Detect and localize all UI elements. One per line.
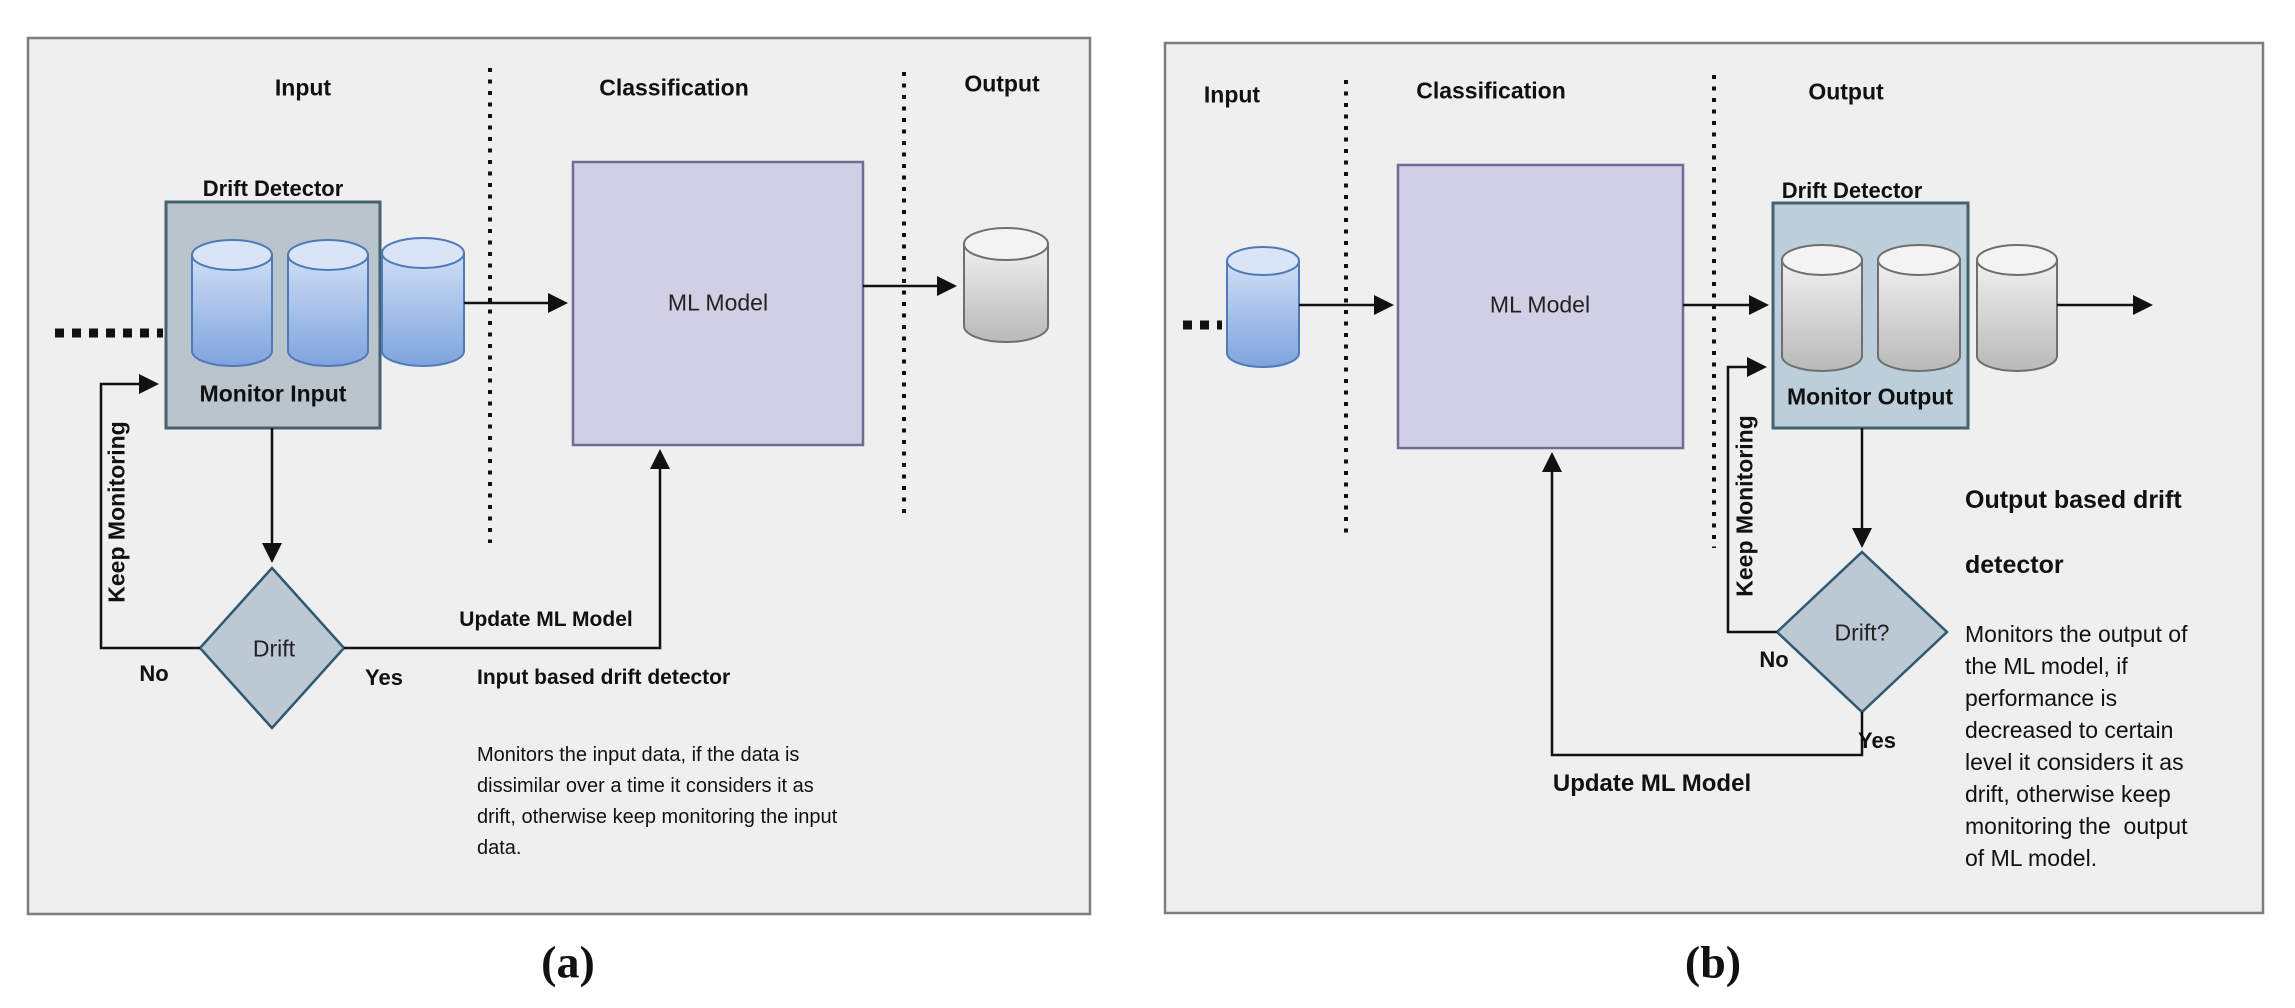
description-output-based: Monitors the output of the ML model, if … [1965,621,2188,871]
caption-b: (b) [1684,936,1742,988]
section-label-input-a: Input [274,74,332,101]
drift-decision-diamond-a [198,566,346,730]
section-label-output-a: Output [964,70,1040,97]
yes-label-b: Yes [1858,728,1896,753]
database-cylinder-gray [963,227,1049,343]
keep-monitoring-label-a: Keep Monitoring [103,421,130,603]
panel-a-frame [26,36,1092,916]
ml-model-box-a [571,160,865,447]
ml-model-label-a: ML Model [667,289,769,316]
section-label-classification-b: Classification [1416,77,1566,104]
decision-label-a: Drift [252,635,296,662]
update-ml-model-label-b: Update ML Model [1552,770,1752,797]
database-cylinder-gray [1877,244,1961,372]
drift-detector-title-a: Drift Detector [202,176,344,201]
arrow-keep-monitoring-loop-b [1726,357,1777,634]
database-cylinder-gray [1781,244,1863,372]
heading-output-based-line2: detector [1965,551,2064,579]
yes-label-a: Yes [365,665,403,690]
ml-model-label-b: ML Model [1489,291,1591,318]
drift-detector-title-b: Drift Detector [1781,178,1923,203]
database-cylinder-blue [191,239,273,367]
keep-monitoring-label-b: Keep Monitoring [1731,415,1758,597]
monitor-input-label: Monitor Input [199,380,347,407]
heading-output-based-line1: Output based drift [1965,486,2182,514]
decision-label-b: Drift? [1834,619,1890,646]
monitor-output-label: Monitor Output [1786,383,1954,410]
database-cylinder-gray [1976,244,2058,372]
heading-input-based: Input based drift detector [477,666,731,689]
section-label-output-b: Output [1808,78,1884,105]
update-ml-model-label-a: Update ML Model [459,608,633,631]
database-cylinder-blue [287,239,369,367]
no-label-a: No [139,661,169,686]
database-cylinder-blue [1226,246,1300,368]
no-label-b: No [1759,647,1789,672]
section-label-input-b: Input [1203,81,1261,108]
ml-model-box-b [1396,163,1685,450]
caption-a: (a) [541,936,595,988]
arrow-update-model-a [344,449,670,650]
database-cylinder-blue [381,237,465,367]
arrow-update-model-b [1542,452,1864,757]
section-label-classification-a: Classification [599,74,749,101]
arrow-keep-monitoring-loop-a [99,374,200,650]
description-input-based: Monitors the input data, if the data is … [477,744,838,859]
